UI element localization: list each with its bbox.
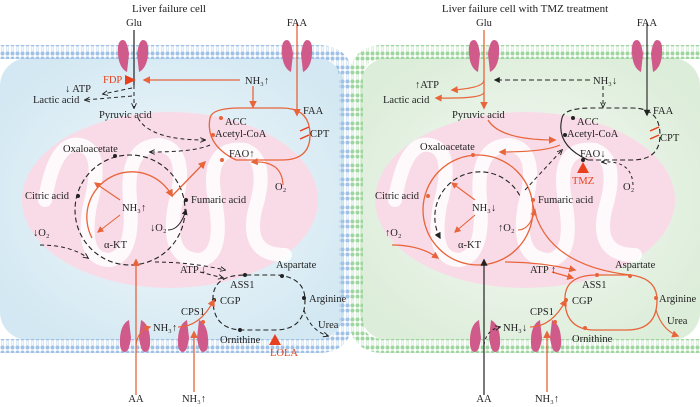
right-aa-label: AA [476, 394, 492, 405]
left-o2-mid-label: ↓O₂ [150, 223, 167, 234]
left-cps1-label: CPS1 [181, 307, 205, 318]
left-aspartate-label: Aspartate [276, 260, 317, 271]
fdp-inhibitor-icon [125, 75, 136, 85]
right-cpt-label: CPT [660, 133, 680, 144]
left-citric-label: Citric acid [25, 191, 70, 202]
right-nh3-channel [530, 320, 562, 352]
right-oxaloacetate-label: Oxaloacetate [420, 142, 475, 153]
right-ornithine-label: Ornithine [572, 334, 613, 345]
right-o2-mid-label: ↑O₂ [498, 223, 515, 234]
right-nh3-bottom-label: NH₃↑ [535, 394, 559, 405]
right-aspartate-label: Aspartate [615, 260, 656, 271]
left-glu-label: Glu [126, 18, 143, 29]
left-atp-top-label: ↓ ATP [65, 84, 91, 95]
left-acetyl-label: Acetyl-CoA [215, 129, 267, 140]
left-nh3-mid-label: NH₃↑ [122, 203, 146, 214]
lola-label: LOLA [270, 348, 298, 359]
right-pyruvic-label: Pyruvic acid [452, 110, 506, 121]
left-cgp-label: CGP [220, 296, 241, 307]
left-faa-in-label: FAA [303, 106, 324, 117]
left-cpt-label: CPT [310, 129, 330, 140]
right-lactic-label: Lactic acid [383, 95, 430, 106]
left-ass1-label: ASS1 [230, 280, 255, 291]
left-cell: Liver failure cell Glu FAA FDP NH₃↑ ↓ AT… [0, 3, 353, 405]
right-cell: Liver failure cell with TMZ treatment Gl… [349, 3, 700, 405]
right-faa-top-label: FAA [637, 18, 658, 29]
left-nh3-bottom-label: NH₃↑ [182, 394, 206, 405]
right-glu-channel [468, 40, 500, 72]
right-o2-left-label: ↑O₂ [385, 228, 402, 239]
right-ass1-label: ASS1 [582, 280, 607, 291]
right-atp-mid-label: ATP ↑ [530, 265, 556, 276]
right-title: Liver failure cell with TMZ treatment [442, 3, 608, 15]
left-oxaloacetate-label: Oxaloacetate [63, 144, 118, 155]
left-o2-left-label: ↓O₂ [33, 228, 50, 239]
left-nh3-channel [177, 320, 209, 352]
right-fao-label: FAO↓ [580, 149, 605, 160]
left-aa-label: AA [128, 394, 144, 405]
left-o2-fao-label: O₂ [275, 182, 287, 193]
fdp-label: FDP [103, 75, 122, 86]
left-title: Liver failure cell [132, 3, 206, 15]
left-fumaric-label: Fumaric acid [191, 195, 247, 206]
right-cps1-label: CPS1 [530, 307, 554, 318]
left-ornithine-label: Ornithine [220, 335, 261, 346]
left-urea-cycle [212, 274, 306, 331]
tmz-inhibitor-icon [577, 162, 589, 173]
left-faa-channel [281, 40, 313, 72]
left-membrane [0, 45, 353, 353]
left-acc-label: ACC [225, 117, 247, 128]
right-urea-label: Urea [667, 316, 688, 327]
right-atp-top-label: ↑ATP [415, 80, 439, 91]
right-arginine-label: Arginine [659, 294, 696, 305]
right-faa-channel [631, 40, 663, 72]
left-urea-label: Urea [318, 320, 339, 331]
right-nh3-top-label: NH₃↓ [593, 76, 617, 87]
right-urea-cycle [564, 274, 658, 331]
right-o2-fao-label: O₂ [623, 182, 635, 193]
right-nh3-mid-label: NH₃↓ [472, 203, 496, 214]
left-lactic-label: Lactic acid [33, 95, 80, 106]
left-atp-mid-label: ATP ↓ [180, 265, 206, 276]
left-nh3-top-label: NH₃↑ [245, 76, 269, 87]
right-nh3-low-label: NH₃↓ [503, 323, 527, 334]
tmz-label: TMZ [572, 176, 594, 187]
left-nh3-low-label: NH₃↑ [153, 323, 177, 334]
right-fumaric-label: Fumaric acid [538, 195, 594, 206]
right-faa-in-label: FAA [653, 106, 674, 117]
right-cgp-label: CGP [572, 296, 593, 307]
left-faa-top-label: FAA [287, 18, 308, 29]
left-pyruvic-label: Pyruvic acid [99, 110, 153, 121]
right-mitochondrion [375, 112, 675, 288]
left-glu-channel [117, 40, 149, 72]
left-fao-label: FAO↑ [229, 149, 254, 160]
right-citric-label: Citric acid [375, 191, 420, 202]
lola-icon [269, 334, 281, 345]
left-arginine-label: Arginine [309, 294, 346, 305]
right-acetyl-label: Acetyl-CoA [567, 129, 619, 140]
right-glu-label: Glu [476, 18, 493, 29]
right-acc-label: ACC [577, 117, 599, 128]
right-akt-label: α-KT [458, 240, 482, 251]
left-mitochondrion [22, 112, 318, 288]
right-membrane [349, 45, 700, 353]
left-akt-label: α-KT [104, 240, 128, 251]
